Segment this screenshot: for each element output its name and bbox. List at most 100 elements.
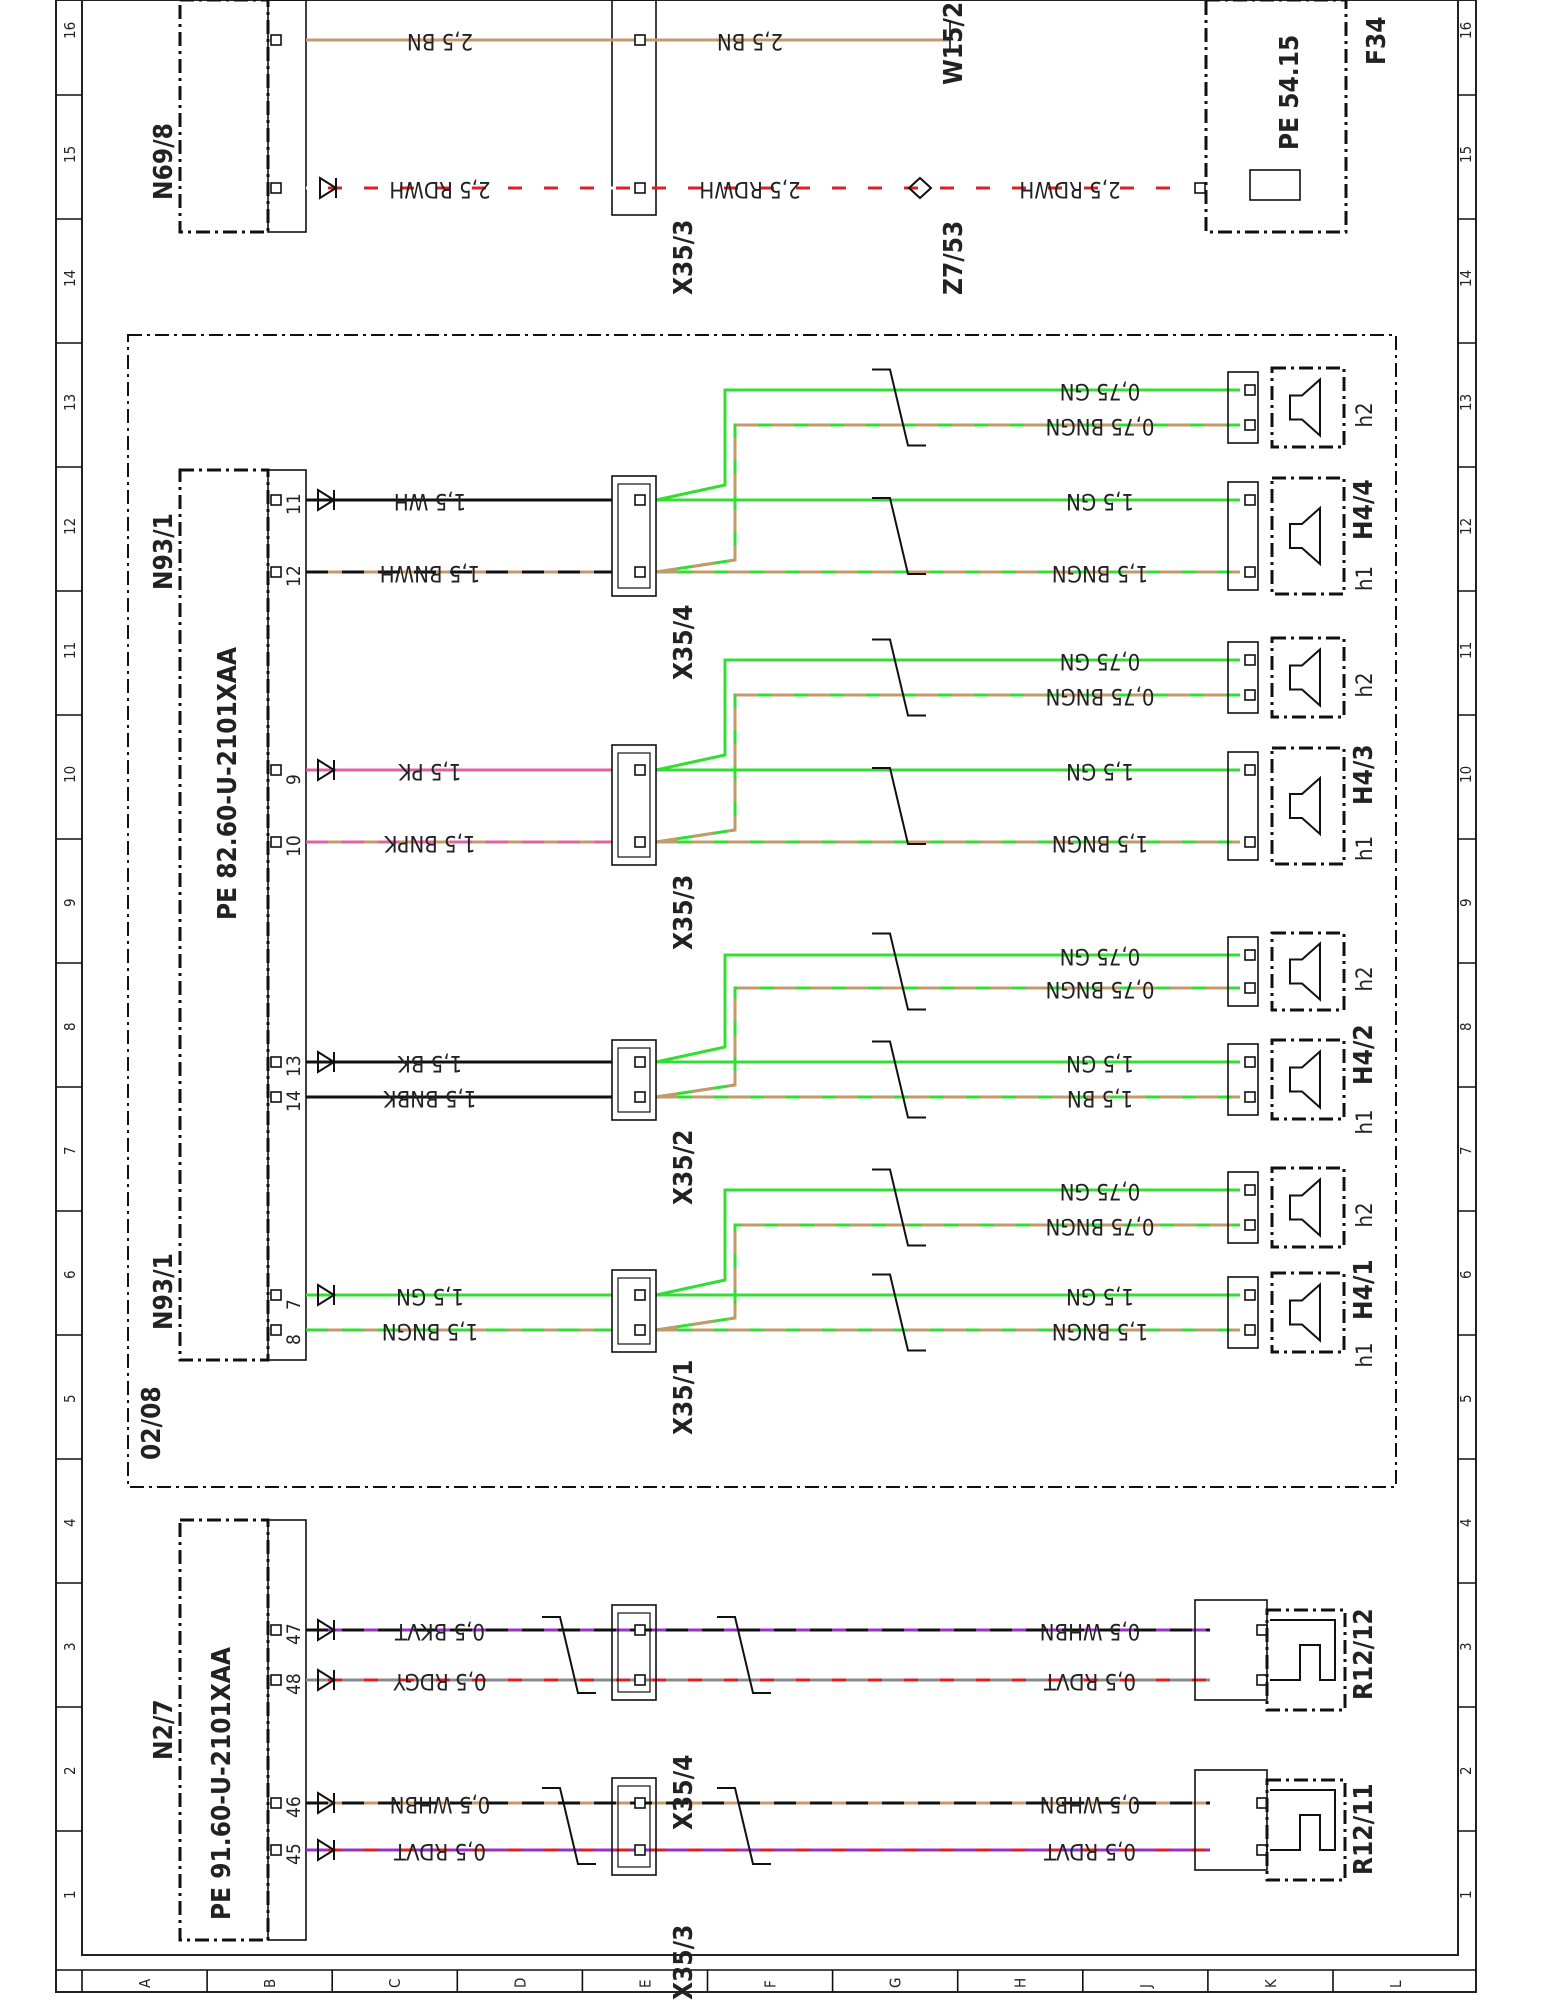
inline-connector <box>611 1604 657 1701</box>
wire-stripe <box>655 693 1240 844</box>
terminal-pin <box>634 1674 646 1686</box>
speaker-icon <box>1289 377 1321 438</box>
grid-col-label-right: 3 <box>1457 1642 1475 1651</box>
twisted-pair-mark <box>717 1616 771 1694</box>
grid-col-label-left: 4 <box>61 1518 79 1527</box>
wire-label: 0,5 RDGY <box>393 1668 487 1693</box>
terminal-pin <box>1244 384 1256 396</box>
terminal-pin <box>1244 836 1256 848</box>
wire-label: 1,5 GN <box>1066 1283 1134 1308</box>
speaker-icon <box>1289 505 1321 567</box>
wire-label: 1,5 GN <box>396 1283 464 1308</box>
wire-label: 0,5 RDVT <box>393 1838 486 1863</box>
grid-col-label-left: 3 <box>61 1642 79 1651</box>
terminal-pin <box>270 1674 282 1686</box>
inline-connector <box>611 744 657 866</box>
pin-number: 10 <box>283 835 305 857</box>
grid-row-label: H <box>1012 1978 1030 1988</box>
component-label: X35/1 <box>669 1360 699 1435</box>
component-label: N93/1 <box>149 1253 179 1330</box>
speaker-tag-h2: h2 <box>1353 672 1378 697</box>
grid-col-label-left: 16 <box>61 22 79 39</box>
component-label: X35/4 <box>669 605 699 680</box>
wire-label: 0,75 GN <box>1060 943 1140 968</box>
component-label: X35/3 <box>669 1925 699 2000</box>
terminal-pin <box>270 1624 282 1636</box>
terminal-pin <box>1244 1091 1256 1103</box>
twisted-pair-mark <box>872 1273 926 1352</box>
terminal-pin <box>1244 982 1256 994</box>
resistor-outline <box>1265 1778 1347 1882</box>
terminal-pin <box>1244 689 1256 701</box>
terminal-pin <box>1244 1324 1256 1336</box>
wire-label: 0,5 WHBN <box>390 1791 491 1816</box>
wire <box>655 1188 1240 1297</box>
grid-col-label-left: 1 <box>61 1890 79 1899</box>
grid-col-label-left: 9 <box>61 898 79 907</box>
wire-label: 1,5 BN <box>1067 1085 1133 1110</box>
speaker-plug <box>1227 751 1259 861</box>
terminal-pin <box>1244 1184 1256 1196</box>
terminal-pin <box>270 182 282 194</box>
grid-col-label-right: 13 <box>1457 394 1475 411</box>
twisted-pair-mark <box>872 932 926 1011</box>
speaker-outline <box>1270 1271 1346 1354</box>
pin-number: 7 <box>283 1299 305 1310</box>
wire-label: 0,5 WHBN <box>1040 1791 1141 1816</box>
inline-connector-inner <box>617 1785 651 1868</box>
grid-col-label-right: 11 <box>1457 642 1475 659</box>
terminal-pin <box>1244 949 1256 961</box>
grid-col-label-right: 10 <box>1457 766 1475 783</box>
terminal-pin <box>1244 654 1256 666</box>
component-label: N93/1 <box>149 513 179 590</box>
grid-col-label-left: 14 <box>61 270 79 287</box>
ground-arrow <box>319 176 338 200</box>
terminal-pin <box>270 1844 282 1856</box>
wire <box>655 986 1240 1099</box>
wire-label: 1,5 GN <box>1066 1050 1134 1075</box>
speaker-outline <box>1270 366 1346 449</box>
wire-label: 0,75 BNGN <box>1046 1213 1155 1238</box>
wire-label: 1,5 BNGN <box>382 1318 478 1343</box>
grid-col-label-right: 15 <box>1457 146 1475 163</box>
component-label: X35/4 <box>669 1755 699 1830</box>
twisted-pair-mark <box>542 1616 596 1694</box>
pin-number: 47 <box>283 1623 305 1645</box>
terminal-pin <box>634 1324 646 1336</box>
terminal-pin <box>634 1056 646 1068</box>
grid-col-label-left: 8 <box>61 1022 79 1031</box>
grid-col-label-right: 8 <box>1457 1022 1475 1031</box>
terminal-pin <box>270 1797 282 1809</box>
ground-arrow <box>317 1791 336 1815</box>
ground-arrow <box>317 758 336 782</box>
inline-connector-inner <box>617 1047 651 1113</box>
speaker-plug <box>1227 641 1259 714</box>
terminal-pin <box>634 182 646 194</box>
wire-label: 1,5 BNGN <box>1052 830 1148 855</box>
wire-label: 0,5 WHBN <box>1040 1618 1141 1643</box>
grid-col-label-left: 11 <box>61 642 79 659</box>
speaker-tag-h2: h2 <box>1353 966 1378 991</box>
wire <box>655 953 1240 1064</box>
wire-label: 0,75 GN <box>1060 378 1140 403</box>
pin-number: 8 <box>283 1334 305 1345</box>
wire-label: 1,5 GN <box>1066 758 1134 783</box>
grid-col-label-right: 9 <box>1457 898 1475 907</box>
grid-col-label-left: 2 <box>61 1766 79 1775</box>
terminal-pin <box>1244 1219 1256 1231</box>
grid-row-label: A <box>136 1978 154 1988</box>
grid-row-label: C <box>386 1979 404 1988</box>
pin-number: 13 <box>283 1055 305 1077</box>
terminal-pin <box>270 1091 282 1103</box>
wire-stripe <box>655 986 1240 1099</box>
speaker-tag-h1: h1 <box>1353 1342 1378 1367</box>
twisted-pair-mark <box>872 1168 926 1247</box>
terminal-pin <box>634 1091 646 1103</box>
ground-arrow <box>317 488 336 512</box>
speaker-outline <box>1270 476 1346 596</box>
pin-number: 11 <box>283 493 305 515</box>
terminal-pin <box>270 494 282 506</box>
speaker-outline <box>1270 1166 1346 1249</box>
component-label: H4/1 <box>1349 1259 1379 1320</box>
